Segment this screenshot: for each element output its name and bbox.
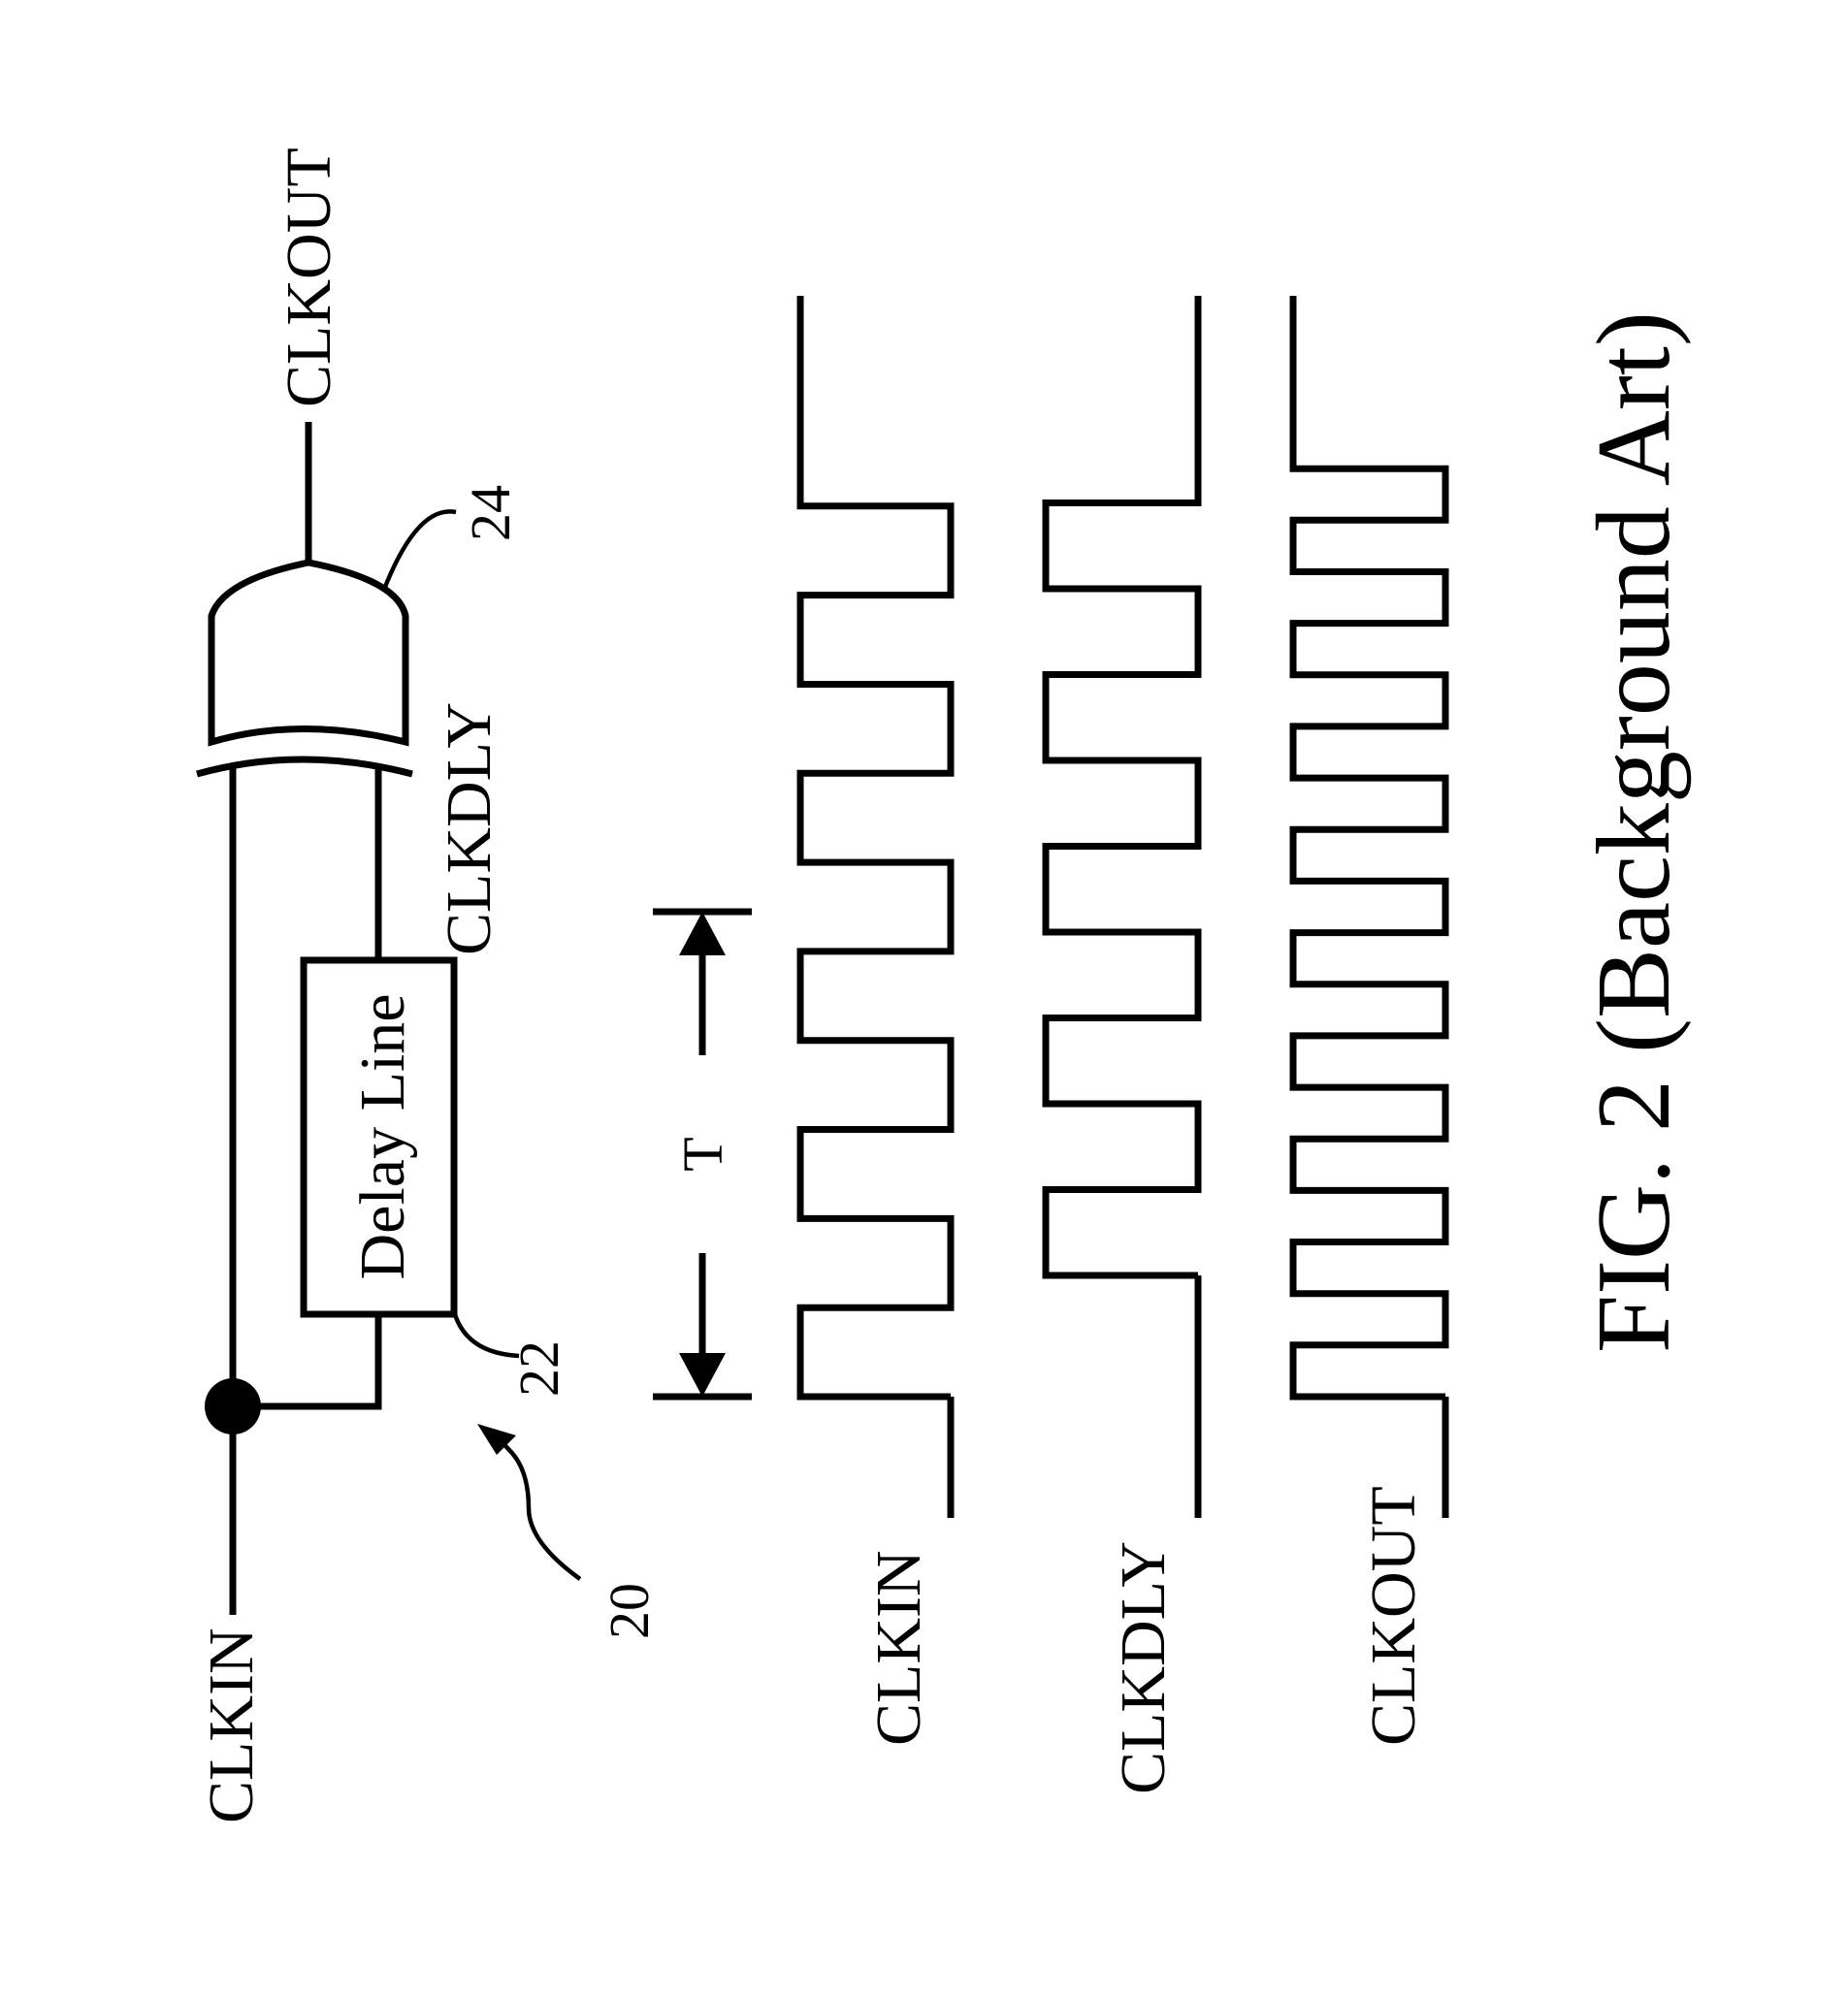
clkdly-waveform-label: CLKDLY (1108, 1541, 1179, 1794)
delay-line-label: Delay Line (347, 993, 418, 1279)
period-arrowhead-lower (679, 1353, 726, 1397)
figure-caption: FIG. 2 (Background Art) (1576, 311, 1692, 1353)
period-label: T (671, 1137, 734, 1171)
clkin-waveform (800, 296, 951, 1397)
circuit-ref-arrow-shaft (485, 1432, 580, 1579)
clkin-input-label: CLKIN (196, 1627, 267, 1823)
clkout-waveform (1293, 296, 1445, 1397)
period-arrowhead-upper (679, 912, 726, 955)
clkout-waveform-label: CLKOUT (1358, 1486, 1429, 1746)
circuit-ref-number: 20 (598, 1583, 661, 1639)
clkout-output-label: CLKOUT (274, 147, 344, 407)
clkin-waveform-label: CLKIN (863, 1550, 934, 1746)
clkdly-node-label: CLKDLY (434, 702, 504, 955)
clkdly-waveform (1046, 296, 1198, 1275)
gate-ref-leader (383, 511, 456, 592)
xor-gate (211, 563, 405, 742)
gate-ref-number: 24 (459, 485, 522, 541)
delay-line-ref-number: 22 (507, 1340, 570, 1397)
timing-diagram (800, 296, 1445, 1518)
